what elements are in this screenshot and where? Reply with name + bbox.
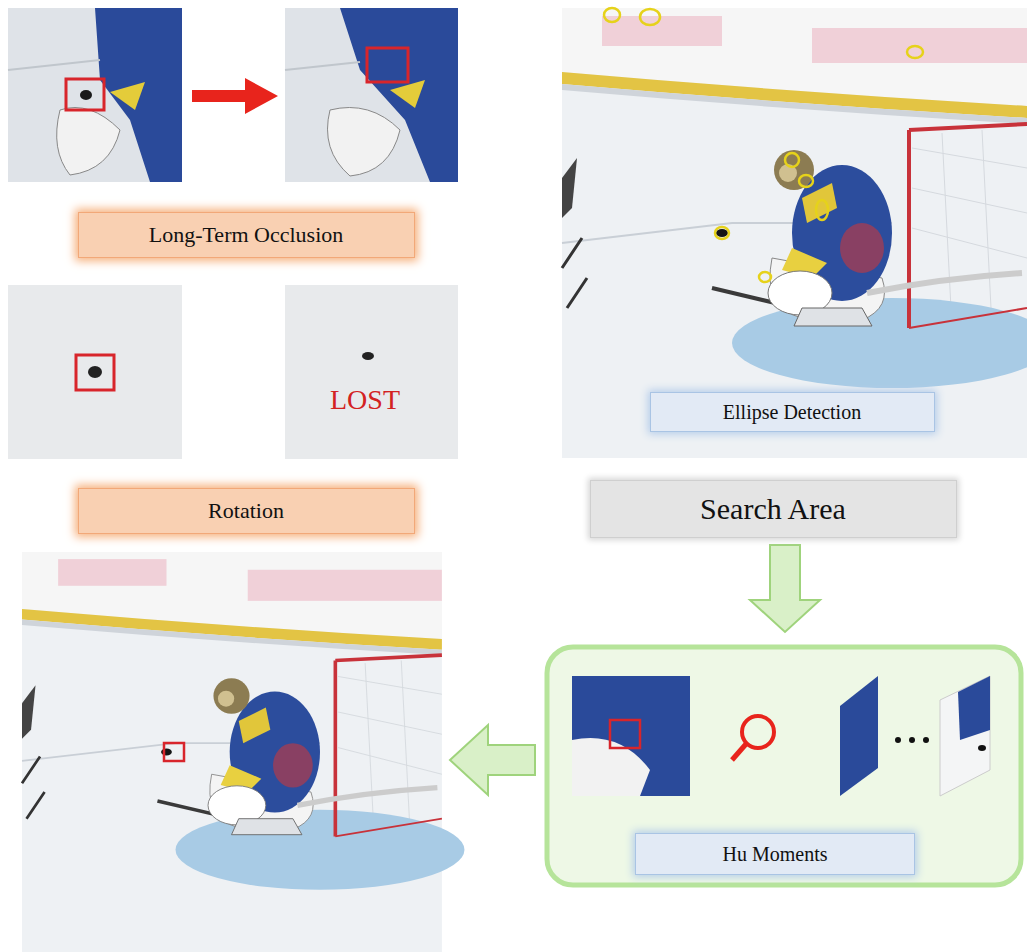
rotation-crop xyxy=(8,285,182,459)
flow-arrow xyxy=(750,545,820,632)
status-label: LOST xyxy=(330,384,400,416)
flow-arrow xyxy=(450,725,535,795)
box-label: Long-Term Occlusion xyxy=(149,222,344,248)
problem-box: Rotation xyxy=(78,488,415,534)
magnifier-icon xyxy=(742,716,774,748)
puck xyxy=(88,366,102,378)
red-arrow xyxy=(192,78,278,114)
search-area-photo xyxy=(562,8,1027,458)
candidate-patch xyxy=(840,676,878,796)
result-photo xyxy=(22,552,464,952)
rotation-crop xyxy=(285,285,458,459)
box-label: Hu Moments xyxy=(723,843,828,866)
template-crop xyxy=(572,676,690,796)
method-box: Ellipse Detection xyxy=(650,392,935,432)
matching-panel xyxy=(547,647,1021,885)
puck xyxy=(362,352,374,360)
method-box: Hu Moments xyxy=(635,833,915,875)
problem-box: Long-Term Occlusion xyxy=(78,212,415,258)
detected-ellipses xyxy=(604,8,923,282)
bounding-box xyxy=(76,355,114,390)
bounding-box xyxy=(164,743,184,761)
box-label: Ellipse Detection xyxy=(723,401,861,424)
stage-box: Search Area xyxy=(590,480,957,538)
candidate-patch xyxy=(940,676,990,796)
occlusion-crop xyxy=(8,8,182,182)
box-label: Search Area xyxy=(700,492,846,526)
occlusion-crop xyxy=(285,8,458,182)
box-label: Rotation xyxy=(208,498,284,524)
